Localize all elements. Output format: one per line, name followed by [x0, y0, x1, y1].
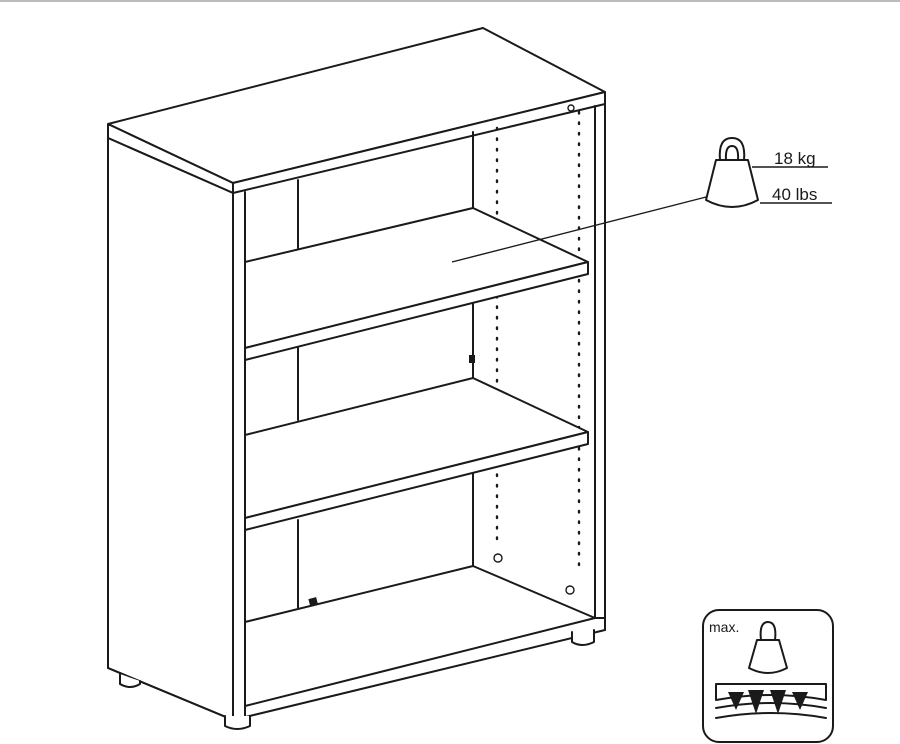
- max-label: max.: [709, 619, 739, 635]
- back-panel-clip: [308, 597, 318, 606]
- max-weight-kg: 18 kg: [774, 149, 816, 168]
- bookcase: [107, 27, 606, 730]
- right-side-panel: [594, 103, 606, 619]
- load-arrows-icon: [715, 683, 827, 719]
- middle-shelf: [244, 377, 589, 531]
- back-panel: [297, 131, 474, 609]
- feet: [119, 629, 595, 730]
- weight-icon-small: [748, 621, 788, 674]
- shelf-pin-holes: [493, 104, 581, 595]
- load-callout: 18 kg 40 lbs: [451, 137, 832, 263]
- upper-shelf: [244, 207, 589, 361]
- bottom-panel: [107, 565, 606, 721]
- left-side-panel: [107, 137, 234, 721]
- weight-icon: [705, 137, 759, 208]
- leader-line: [451, 195, 711, 263]
- shelf-support-pin: [469, 355, 475, 363]
- max-load-badge: max.: [702, 609, 834, 743]
- top-panel: [107, 27, 606, 194]
- max-weight-lbs: 40 lbs: [772, 185, 817, 204]
